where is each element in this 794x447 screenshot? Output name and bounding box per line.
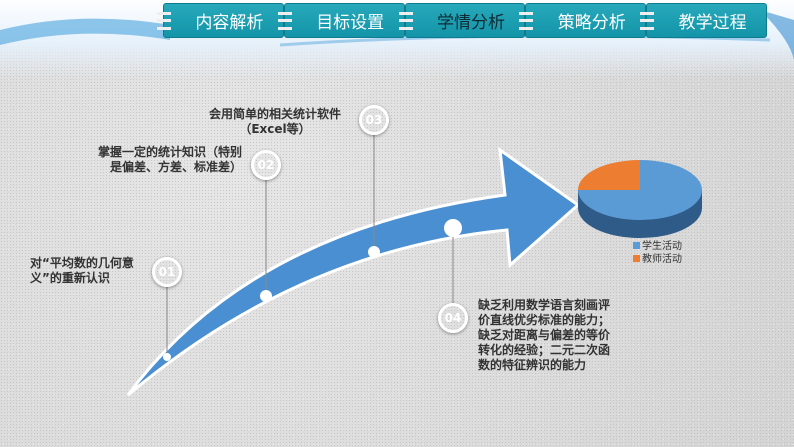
step-text-01: 对“平均数的几何意义”的重新认识 — [30, 256, 134, 285]
dot-04 — [444, 219, 462, 237]
step-text-04: 缺乏利用数学语言刻画评价直线优劣标准的能力；缺乏对距离与偏差的等价转化的经验；二… — [478, 298, 611, 372]
tab-strategy-analysis[interactable]: 策略分析 — [519, 3, 647, 38]
pie-chart — [578, 160, 702, 238]
ring-icon — [157, 12, 171, 30]
ring-icon — [398, 12, 413, 30]
dot-03 — [368, 246, 380, 258]
step-badge-04: 04 — [438, 303, 468, 333]
dot-01 — [163, 353, 171, 361]
step-text-03: 会用简单的相关统计软件（Excel等） — [208, 107, 341, 136]
tab-teaching-process[interactable]: 教学过程 — [640, 3, 767, 38]
step-text-02: 掌握一定的统计知识（特别是偏差、方差、标准差） — [97, 145, 242, 174]
tab-learner-analysis[interactable]: 学情分析 — [398, 3, 526, 38]
tab-goal-setting[interactable]: 目标设置 — [277, 3, 405, 38]
step-badge-03: 03 — [359, 105, 389, 135]
legend-swatch — [633, 242, 640, 249]
legend-item: 学生活动 — [633, 240, 682, 253]
legend-swatch — [633, 255, 640, 262]
tab-content-analysis[interactable]: 内容解析 — [157, 3, 284, 38]
pie-legend: 学生活动 教师活动 — [633, 240, 682, 266]
nav-tabs: 内容解析 目标设置 学情分析 策略分析 教学过程 — [157, 3, 767, 38]
step-badge-01: 01 — [152, 257, 182, 287]
step-badge-02: 02 — [251, 150, 281, 180]
ring-icon — [640, 12, 655, 30]
ring-icon — [277, 12, 292, 30]
pie-slice-1 — [578, 160, 640, 190]
legend-item: 教师活动 — [633, 253, 682, 266]
growth-arrow — [126, 146, 581, 397]
dot-02 — [260, 290, 272, 302]
ring-icon — [519, 12, 534, 30]
